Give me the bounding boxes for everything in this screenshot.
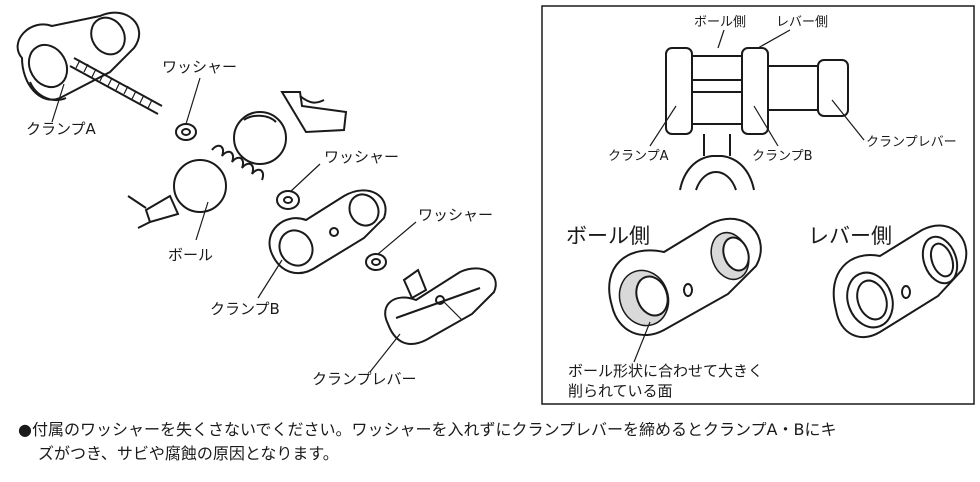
inset-caption-line2: 削られている面 (568, 382, 673, 400)
inset-caption-line1: ボール形状に合わせて大きく (568, 362, 764, 380)
inset-label-lever-side-small: レバー側 (776, 15, 829, 30)
clamp-a-part (16, 11, 141, 101)
clamp-b-part (268, 189, 387, 275)
washer-1-part (175, 123, 197, 141)
label-washer-2: ワッシャー (324, 148, 400, 166)
upper-ball-part (233, 91, 348, 165)
washer-3-part (365, 253, 387, 271)
inset-heading-ball-side: ボール側 (566, 224, 650, 248)
leader-lines-inset (633, 29, 865, 363)
inset-label-clamp-b: クランプB (752, 149, 813, 164)
label-clamp-b: クランプB (210, 300, 280, 318)
note-line-2: ズがつき、サビや腐蝕の原因となります。 (38, 444, 339, 463)
inset-label-clamp-lever: クランプレバー (866, 135, 957, 150)
spring-part (211, 144, 264, 181)
label-washer-3: ワッシャー (418, 206, 494, 224)
ball-side-clamp (608, 217, 762, 336)
leader-lines-left (51, 77, 463, 373)
assembled-clamp (665, 47, 849, 191)
inset-label-ball-side-small: ボール側 (694, 15, 747, 30)
lever-side-clamp (832, 224, 968, 338)
label-clamp-a: クランプA (26, 120, 96, 138)
inset-heading-lever-side: レバー側 (808, 224, 892, 248)
lower-ball-part (127, 159, 227, 229)
inset-frame (541, 5, 975, 405)
washer-2-part (276, 190, 300, 210)
label-ball: ボール (168, 246, 214, 264)
label-clamp-lever: クランプレバー (312, 370, 417, 388)
threaded-rod (69, 57, 163, 115)
label-washer-1: ワッシャー (162, 58, 238, 76)
clamp-lever-part (384, 267, 497, 345)
note-line-1: ●付属のワッシャーを失くさないでください。ワッシャーを入れずにクランプレバーを締… (18, 422, 837, 438)
inset-label-clamp-a: クランプA (608, 149, 669, 164)
